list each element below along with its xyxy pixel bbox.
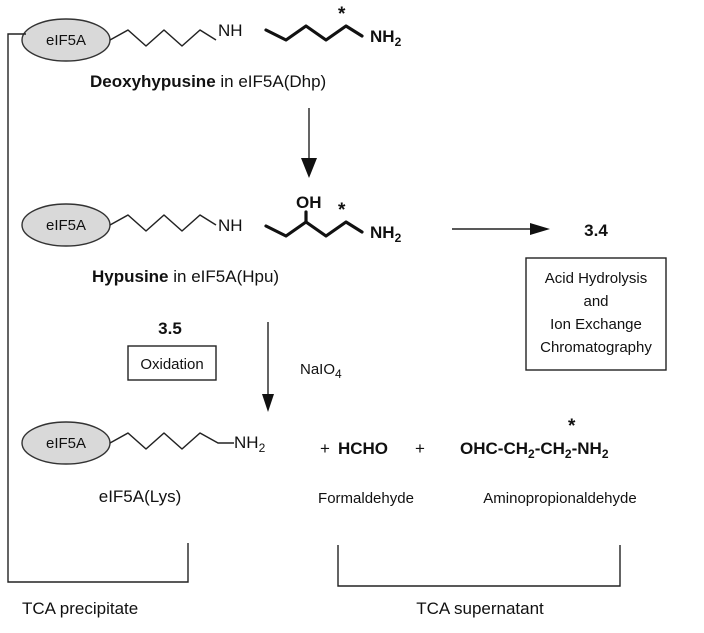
arrow-head-2 xyxy=(262,394,274,412)
lysine-chain-2 xyxy=(109,214,217,232)
reagent-label: NaIO4 xyxy=(300,361,342,381)
hypusine-structure: eIF5A NH OH * NH2 Hypusine in eIF5A(Hpu) xyxy=(21,193,402,286)
hypusine-caption: Hypusine in eIF5A(Hpu) xyxy=(92,267,279,286)
tca-precipitate-label: TCA precipitate xyxy=(22,599,138,618)
nh2-label-2: NH2 xyxy=(370,223,402,245)
lysine-chain-3 xyxy=(109,432,234,450)
oxidation-label: Oxidation xyxy=(140,356,203,373)
acid-hydrolysis-box: Acid Hydrolysis and Ion Exchange Chromat… xyxy=(525,257,667,371)
aminopropionaldehyde-caption: Aminopropionaldehyde xyxy=(483,490,636,507)
plus-sign-1: + xyxy=(320,439,330,458)
hydrolysis-line-1: Acid Hydrolysis xyxy=(545,270,648,287)
eif5a-label-3: eIF5A xyxy=(46,435,86,452)
nh-label-1: NH xyxy=(218,21,243,40)
lys-caption: eIF5A(Lys) xyxy=(99,487,182,506)
arrow-head-1 xyxy=(301,158,317,178)
hydrolysis-line-2: and xyxy=(583,293,608,310)
section-3-4: 3.4 xyxy=(584,221,608,240)
nh2-label-3: NH2 xyxy=(234,433,266,455)
eif5a-label-2: eIF5A xyxy=(46,217,86,234)
hypusine-chain xyxy=(264,220,364,238)
deoxyhypusine-structure: eIF5A NH * NH2 Deoxyhypusine in eIF5A(Dh… xyxy=(21,4,402,91)
lysine-structure: eIF5A NH2 eIF5A(Lys) xyxy=(21,421,266,506)
supernatant-bracket xyxy=(337,545,621,587)
label-star-2: * xyxy=(338,200,346,221)
tca-supernatant-label: TCA supernatant xyxy=(416,599,544,618)
arrow-head-hydrolysis xyxy=(530,223,550,235)
aminopropionaldehyde-formula: OHC-CH2-CH2-NH2 xyxy=(460,439,609,461)
deoxyhypusine-caption: Deoxyhypusine in eIF5A(Dhp) xyxy=(90,72,326,91)
oh-label: OH xyxy=(296,193,322,212)
plus-sign-2: + xyxy=(415,439,425,458)
eif5a-label-1: eIF5A xyxy=(46,32,86,49)
oxidation-box xyxy=(127,345,217,381)
nh-label-2: NH xyxy=(218,216,243,235)
section-3-5: 3.5 xyxy=(158,319,182,338)
deoxyhypusine-chain xyxy=(264,24,364,42)
hydrolysis-line-3: Ion Exchange xyxy=(550,316,642,333)
acid-hydrolysis-frame xyxy=(525,257,667,371)
label-star-1: * xyxy=(338,4,346,25)
lysine-chain-1 xyxy=(109,29,217,47)
formaldehyde-caption: Formaldehyde xyxy=(318,490,414,507)
label-star-3: * xyxy=(568,416,576,437)
hydrolysis-line-4: Chromatography xyxy=(540,339,652,356)
nh2-label-1: NH2 xyxy=(370,27,402,49)
hcho-label: HCHO xyxy=(338,439,388,458)
precipitate-bracket xyxy=(7,33,189,583)
